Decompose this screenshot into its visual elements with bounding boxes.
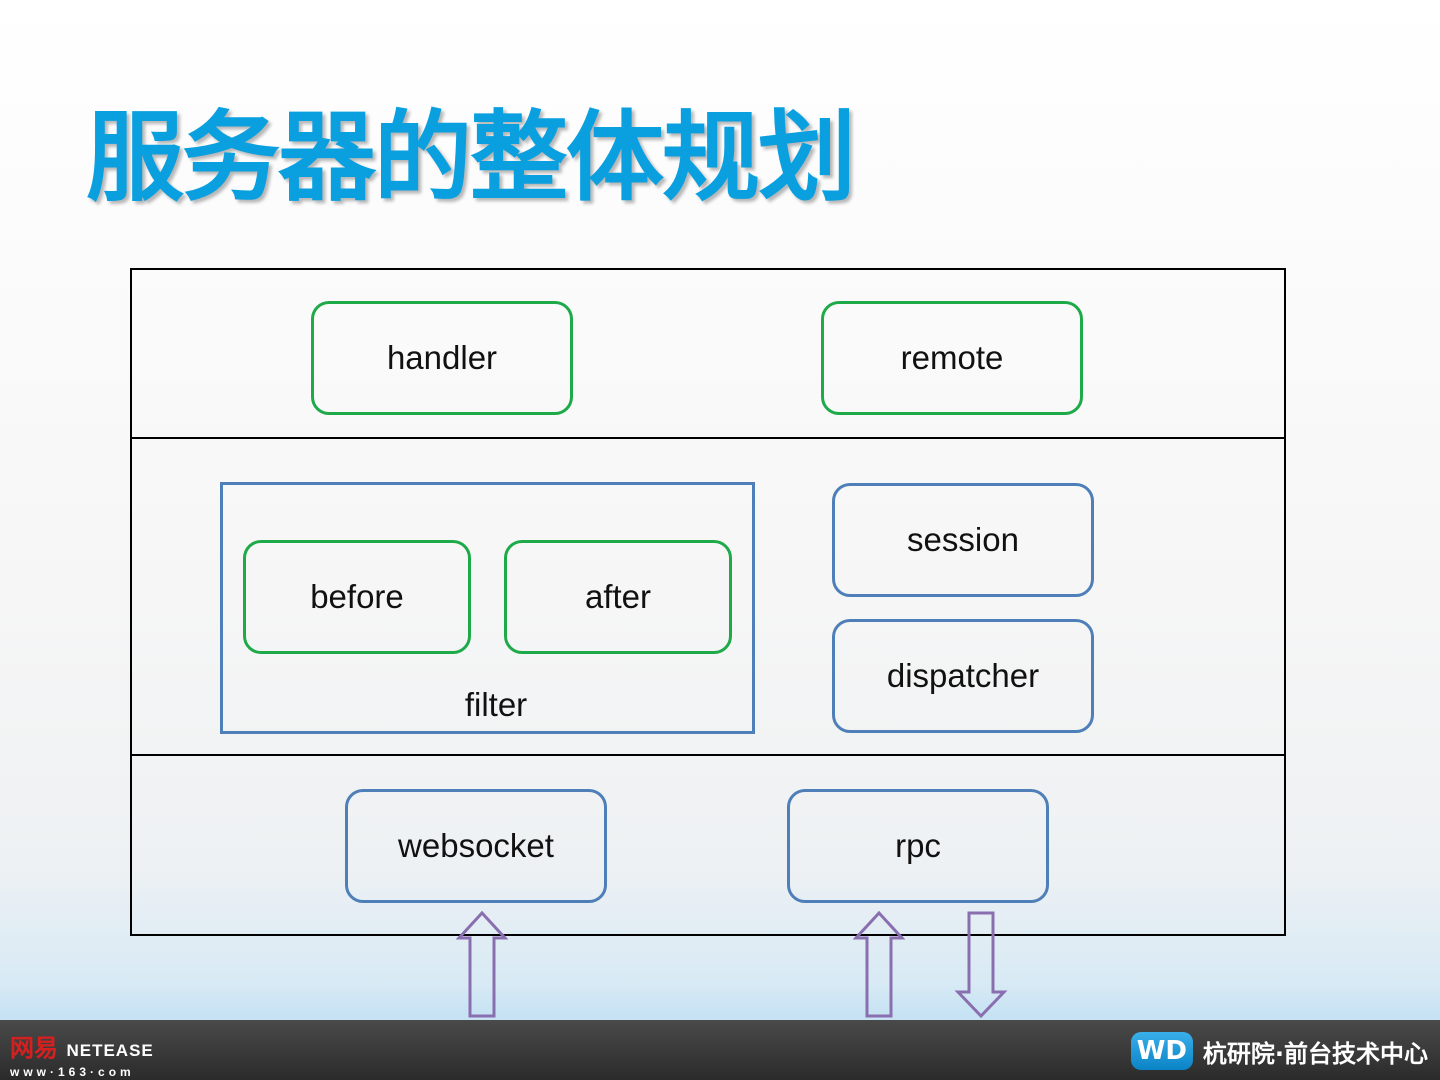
rpc-down-arrow: [954, 911, 1008, 1019]
wd-logo-icon: WD: [1130, 1032, 1193, 1070]
filter-box: [220, 482, 755, 734]
websocket-box: websocket: [345, 789, 607, 903]
netease-logo: 网易 NETEASE www·163·com: [10, 1028, 154, 1079]
layer-divider-bottom: [130, 754, 1286, 756]
center-name: 杭研院·前台技术中心: [1202, 1039, 1428, 1068]
after-box: after: [504, 540, 732, 654]
handler-box: handler: [311, 301, 573, 415]
layer-frame: [130, 268, 1286, 936]
layer-divider-top: [130, 437, 1286, 439]
netease-url: www·163·com: [10, 1065, 135, 1079]
remote-box: remote: [821, 301, 1083, 415]
footer-bar: 网易 NETEASE www·163·com WD 杭研院·前台技术中心: [0, 1020, 1440, 1080]
filter-label: filter: [464, 686, 528, 723]
before-box: before: [243, 540, 471, 654]
rpc-up-arrow: [852, 910, 906, 1018]
netease-logo-en: NETEASE: [66, 1041, 154, 1060]
dispatcher-box: dispatcher: [832, 619, 1094, 733]
netease-logo-cn: 网易: [10, 1034, 58, 1062]
session-box: session: [832, 483, 1094, 597]
slide-title: 服务器的整体规划: [86, 101, 856, 215]
rpc-box: rpc: [787, 789, 1049, 903]
websocket-up-arrow: [455, 910, 509, 1018]
center-logo: WD 杭研院·前台技术中心: [1130, 1032, 1428, 1070]
